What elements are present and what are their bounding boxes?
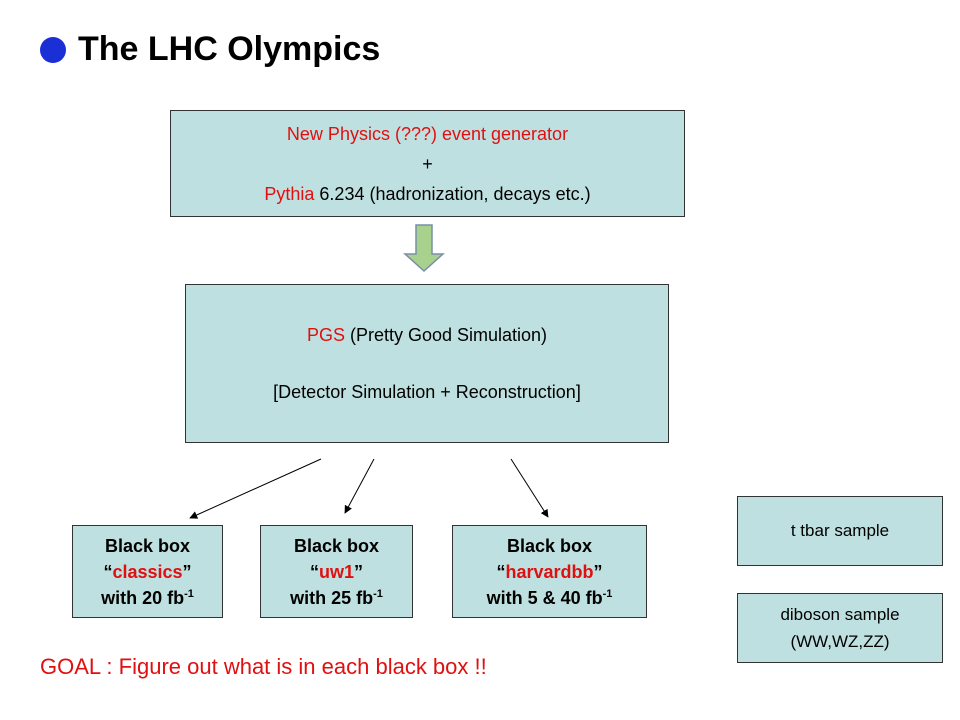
lumi-text: with 25 fb bbox=[290, 587, 374, 608]
black-box-name-text: harvardbb bbox=[505, 561, 594, 582]
black-box-name: “classics” bbox=[103, 561, 192, 582]
generator-line-2: + bbox=[422, 153, 433, 174]
slide-header: The LHC Olympics bbox=[40, 30, 380, 69]
pgs-line-1: PGS (Pretty Good Simulation) bbox=[307, 321, 547, 350]
pythia-details: 6.234 (hadronization, decays etc.) bbox=[314, 183, 591, 204]
diboson-processes: (WW,WZ,ZZ) bbox=[790, 632, 890, 651]
black-box-harvardbb: Black box “harvardbb” with 5 & 40 fb-1 bbox=[452, 525, 647, 618]
ttbar-label: t tbar sample bbox=[790, 521, 890, 540]
arrow-to-uw1 bbox=[344, 458, 375, 514]
diboson-sample-box: diboson sample (WW,WZ,ZZ) bbox=[737, 593, 943, 663]
diboson-label: diboson sample bbox=[780, 605, 900, 624]
pgs-line-2: [Detector Simulation + Reconstruction] bbox=[273, 381, 581, 402]
black-box-name-text: classics bbox=[112, 561, 183, 582]
pgs-label: PGS bbox=[306, 324, 345, 345]
black-box-name: “harvardbb” bbox=[496, 561, 603, 582]
lumi-exponent: -1 bbox=[602, 587, 613, 600]
pythia-label: Pythia bbox=[264, 183, 315, 204]
black-box-lumi: with 5 & 40 fb-1 bbox=[487, 585, 613, 611]
down-arrow-icon bbox=[403, 224, 445, 273]
black-box-classics: Black box “classics” with 20 fb-1 bbox=[72, 525, 223, 618]
lumi-exponent: -1 bbox=[373, 587, 383, 600]
black-box-title: Black box bbox=[293, 535, 380, 556]
pgs-box: PGS (Pretty Good Simulation) [Detector S… bbox=[185, 284, 669, 443]
black-box-name-text: uw1 bbox=[318, 561, 354, 582]
black-box-title: Black box bbox=[104, 535, 191, 556]
black-box-name: “uw1” bbox=[309, 561, 363, 582]
ttbar-sample-box: t tbar sample bbox=[737, 496, 943, 566]
slide-title: The LHC Olympics bbox=[78, 30, 381, 68]
bullet-icon bbox=[40, 36, 66, 63]
black-box-title: Black box bbox=[506, 535, 593, 556]
goal-statement: GOAL : Figure out what is in each black … bbox=[40, 654, 487, 679]
pgs-description: (Pretty Good Simulation) bbox=[344, 324, 548, 345]
event-generator-box: New Physics (???) event generator + Pyth… bbox=[170, 110, 685, 217]
black-box-lumi: with 20 fb-1 bbox=[101, 585, 194, 611]
generator-line-3: Pythia 6.234 (hadronization, decays etc.… bbox=[264, 179, 590, 209]
arrow-to-harvardbb bbox=[510, 458, 549, 518]
arrow-to-classics bbox=[189, 458, 322, 519]
lumi-text: with 20 fb bbox=[101, 587, 185, 608]
black-box-lumi: with 25 fb-1 bbox=[290, 585, 383, 611]
black-box-uw1: Black box “uw1” with 25 fb-1 bbox=[260, 525, 413, 618]
generator-line-1: New Physics (???) event generator bbox=[286, 123, 569, 144]
lumi-text: with 5 & 40 fb bbox=[486, 587, 603, 608]
lumi-exponent: -1 bbox=[184, 587, 194, 600]
